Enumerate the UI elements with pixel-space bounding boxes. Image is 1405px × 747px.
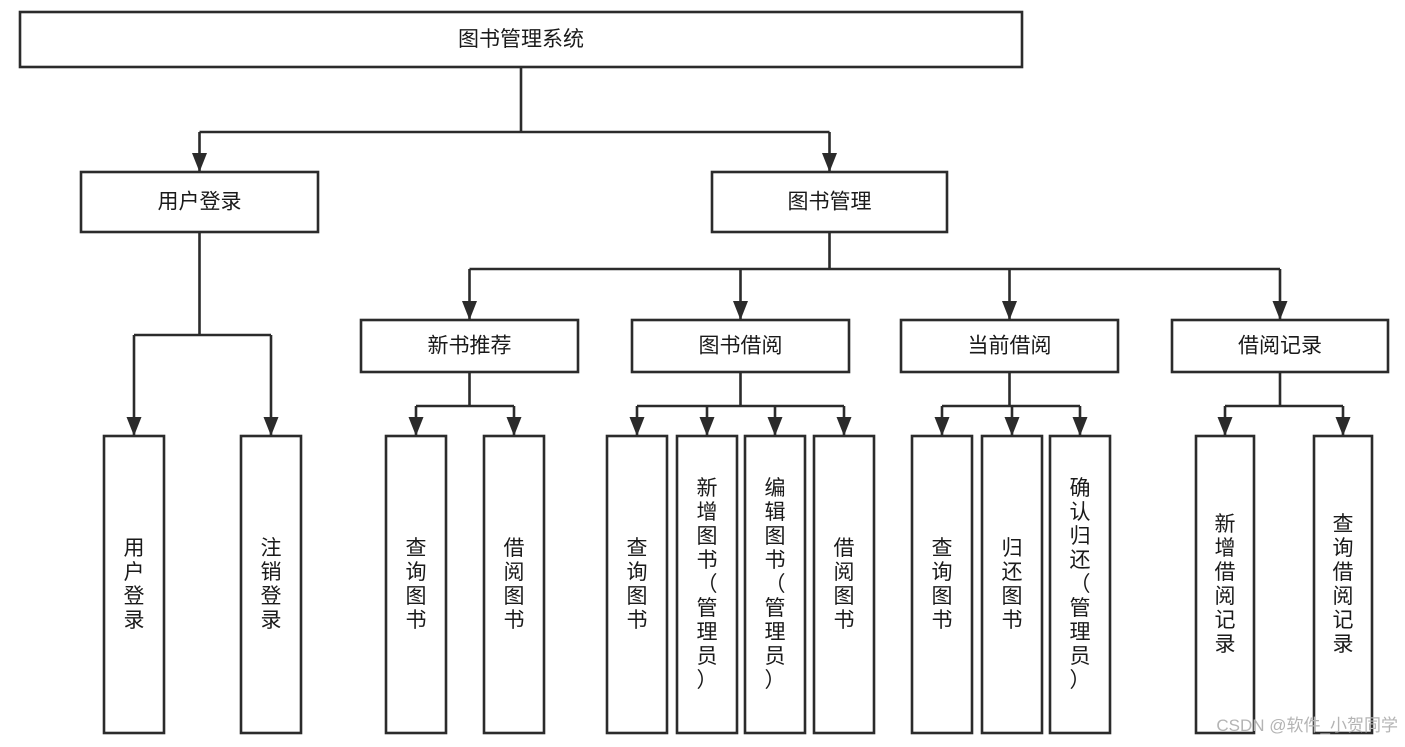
node-box-leaf-confirm-return <box>1048 434 1112 735</box>
arrow-head <box>1217 417 1233 436</box>
arrow-head <box>733 301 748 320</box>
node-label-leaf-query-book-2: 查询图书 <box>627 537 648 632</box>
node-label-borrow-record: 借阅记录 <box>1238 335 1322 358</box>
node-label-leaf-user-login: 用户登录 <box>124 537 145 632</box>
node-leaf-confirm-return: 确认归还（管理员） <box>1048 434 1112 735</box>
arrow-head <box>629 417 645 436</box>
node-box-current-borrow <box>899 318 1120 374</box>
node-layer: 图书管理系统用户登录用户登录注销登录图书管理新书推荐查询图书借阅图书图书借阅查询… <box>18 10 1390 735</box>
node-leaf-return-book: 归还图书 <box>980 434 1044 735</box>
node-label-leaf-user-logout: 注销登录 <box>261 537 282 632</box>
node-box-leaf-add-record <box>1194 434 1256 735</box>
node-box-new-book-rec <box>359 318 580 374</box>
arrow-head <box>822 153 837 172</box>
node-label-leaf-add-book: 新增图书（管理员） <box>697 477 718 692</box>
node-label-leaf-borrow-book-1: 借阅图书 <box>504 537 525 632</box>
arrow-head <box>934 417 950 436</box>
node-book-borrow: 图书借阅 <box>630 318 851 374</box>
node-label-leaf-return-book: 归还图书 <box>1002 537 1023 632</box>
arrow-head <box>126 417 142 436</box>
node-root: 图书管理系统 <box>18 10 1024 69</box>
node-label-leaf-borrow-book-2: 借阅图书 <box>834 537 855 632</box>
node-label-new-book-rec: 新书推荐 <box>428 335 512 358</box>
node-label-leaf-add-record: 新增借阅记录 <box>1215 513 1236 656</box>
arrow-head <box>767 417 783 436</box>
node-label-user-login: 用户登录 <box>158 191 242 214</box>
arrow-head <box>1072 417 1088 436</box>
node-leaf-borrow-book-2: 借阅图书 <box>812 434 876 735</box>
node-box-user-login <box>79 170 320 234</box>
arrow-head <box>1004 417 1020 436</box>
node-label-current-borrow: 当前借阅 <box>968 335 1052 358</box>
node-box-leaf-borrow-book-1 <box>482 434 546 735</box>
node-leaf-add-book: 新增图书（管理员） <box>675 434 739 735</box>
node-leaf-query-book-3: 查询图书 <box>910 434 974 735</box>
node-leaf-add-record: 新增借阅记录 <box>1194 434 1256 735</box>
arrow-head <box>1335 417 1351 436</box>
node-label-book-manage: 图书管理 <box>788 191 872 214</box>
arrow-head <box>192 153 207 172</box>
node-box-leaf-edit-book <box>743 434 807 735</box>
node-leaf-query-book-2: 查询图书 <box>605 434 669 735</box>
node-box-leaf-query-book-1 <box>384 434 448 735</box>
node-label-leaf-query-book-1: 查询图书 <box>406 537 427 632</box>
node-box-book-borrow <box>630 318 851 374</box>
arrow-head <box>699 417 715 436</box>
node-leaf-borrow-book-1: 借阅图书 <box>482 434 546 735</box>
node-box-leaf-add-book <box>675 434 739 735</box>
arrow-head <box>408 417 424 436</box>
node-label-root: 图书管理系统 <box>458 28 584 51</box>
node-leaf-user-logout: 注销登录 <box>239 434 303 735</box>
arrow-head <box>506 417 522 436</box>
node-box-leaf-user-login <box>102 434 166 735</box>
node-current-borrow: 当前借阅 <box>899 318 1120 374</box>
node-box-leaf-borrow-book-2 <box>812 434 876 735</box>
arrow-head <box>1272 301 1288 320</box>
node-leaf-user-login: 用户登录 <box>102 434 166 735</box>
node-box-leaf-user-logout <box>239 434 303 735</box>
node-box-leaf-query-record <box>1312 434 1374 735</box>
arrow-head <box>263 417 279 436</box>
node-leaf-query-record: 查询借阅记录 <box>1312 434 1374 735</box>
node-new-book-rec: 新书推荐 <box>359 318 580 374</box>
node-label-book-borrow: 图书借阅 <box>699 335 783 358</box>
node-label-leaf-confirm-return: 确认归还（管理员） <box>1070 477 1091 692</box>
node-box-borrow-record <box>1170 318 1390 374</box>
node-label-leaf-edit-book: 编辑图书（管理员） <box>765 477 786 692</box>
node-label-leaf-query-book-3: 查询图书 <box>932 537 953 632</box>
arrow-head <box>462 301 477 320</box>
node-box-leaf-query-book-3 <box>910 434 974 735</box>
node-label-leaf-query-record: 查询借阅记录 <box>1333 513 1354 656</box>
node-leaf-query-book-1: 查询图书 <box>384 434 448 735</box>
node-leaf-edit-book: 编辑图书（管理员） <box>743 434 807 735</box>
node-borrow-record: 借阅记录 <box>1170 318 1390 374</box>
arrow-head <box>836 417 852 436</box>
node-user-login: 用户登录 <box>79 170 320 234</box>
node-box-leaf-return-book <box>980 434 1044 735</box>
connector-layer <box>126 67 1351 436</box>
node-box-book-manage <box>710 170 949 234</box>
node-box-leaf-query-book-2 <box>605 434 669 735</box>
arrow-head <box>1002 301 1017 320</box>
node-box-root <box>18 10 1024 69</box>
csdn-watermark: CSDN @软件_小贺同学 <box>1216 716 1398 735</box>
node-book-manage: 图书管理 <box>710 170 949 234</box>
